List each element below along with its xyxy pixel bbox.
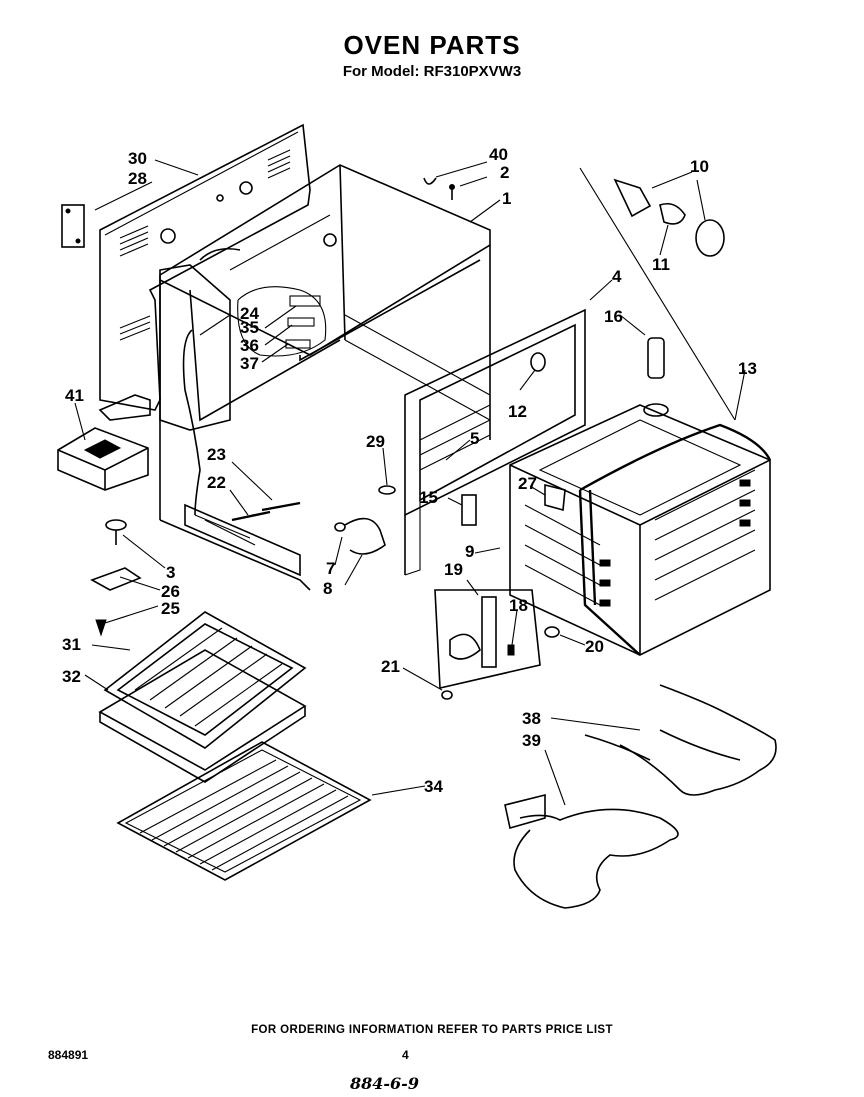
callout-38: 38: [522, 709, 541, 728]
bracket-8: [344, 517, 386, 555]
bracket-28: [61, 204, 85, 248]
callout-3: 3: [166, 563, 175, 582]
callout-26: 26: [161, 582, 180, 601]
handwritten-mark: 884-6-9: [350, 1074, 419, 1093]
back-panel: [98, 123, 311, 421]
oven-cavity: [159, 164, 491, 591]
callout-31: 31: [62, 635, 81, 654]
switch-12: [530, 352, 546, 372]
broiler-pan: [98, 611, 307, 783]
oven-rack: [116, 741, 372, 881]
document-number: 884891: [48, 1048, 89, 1062]
oven-liner: [509, 404, 772, 656]
bracket-26: [90, 567, 142, 591]
lamp-socket: [643, 337, 669, 417]
callout-5: 5: [470, 429, 479, 448]
clip-7: [334, 522, 346, 532]
broil-element: [584, 684, 777, 796]
callout-7: 7: [326, 559, 335, 578]
callout-4: 4: [612, 267, 622, 286]
bracket-15: [461, 494, 477, 526]
callout-13: 13: [738, 359, 757, 378]
callout-36: 36: [240, 336, 259, 355]
callout-41: 41: [65, 386, 84, 405]
screw-3: [105, 519, 127, 545]
callout-12: 12: [508, 402, 527, 421]
callout-19: 19: [444, 560, 463, 579]
callout-34: 34: [424, 777, 443, 796]
callout-9: 9: [465, 542, 474, 561]
bake-element: [504, 793, 679, 909]
page-number: 4: [402, 1048, 409, 1062]
callout-37: 37: [240, 354, 259, 373]
callout-32: 32: [62, 667, 81, 686]
screw-21: [441, 690, 453, 700]
callout-27: 27: [518, 474, 537, 493]
callout-24: 24: [240, 304, 259, 323]
ordering-note: FOR ORDERING INFORMATION REFER TO PARTS …: [251, 1024, 613, 1036]
callout-21: 21: [381, 657, 400, 676]
callout-35: 35: [240, 318, 259, 337]
model-subtitle: For Model: RF310PXVW3: [342, 63, 522, 80]
screw-20: [544, 626, 560, 638]
callout-20: 20: [585, 637, 604, 656]
callout-40: 40: [489, 145, 508, 164]
callout-30: 30: [128, 149, 147, 168]
hinge-assembly-19: [434, 589, 541, 689]
page-title: OVEN PARTS: [343, 30, 521, 60]
callout-28: 28: [128, 169, 147, 188]
callout-2: 2: [500, 163, 509, 182]
clip-40: [423, 177, 437, 185]
bracket-29: [378, 485, 396, 495]
callout-18: 18: [509, 596, 528, 615]
callout-15: 15: [419, 488, 438, 507]
box-41: [57, 427, 149, 491]
callout-22: 22: [207, 473, 226, 492]
callout-23: 23: [207, 445, 226, 464]
callout-11: 11: [652, 255, 670, 274]
callout-16: 16: [604, 307, 623, 326]
callout-1: 1: [502, 189, 511, 208]
callout-29: 29: [366, 432, 385, 451]
callout-25: 25: [161, 599, 180, 618]
callout-labels: 30 28 40 2 1 10 11 4 16 13 12 5 29 27 15…: [62, 145, 757, 796]
callout-8: 8: [323, 579, 332, 598]
callout-39: 39: [522, 731, 541, 750]
leader-lines: [74, 159, 746, 806]
oven-light: [579, 167, 736, 421]
leveling-leg-25: [95, 619, 107, 637]
callout-10: 10: [690, 157, 709, 176]
latch-27: [544, 483, 566, 512]
screw-2: [449, 184, 455, 200]
